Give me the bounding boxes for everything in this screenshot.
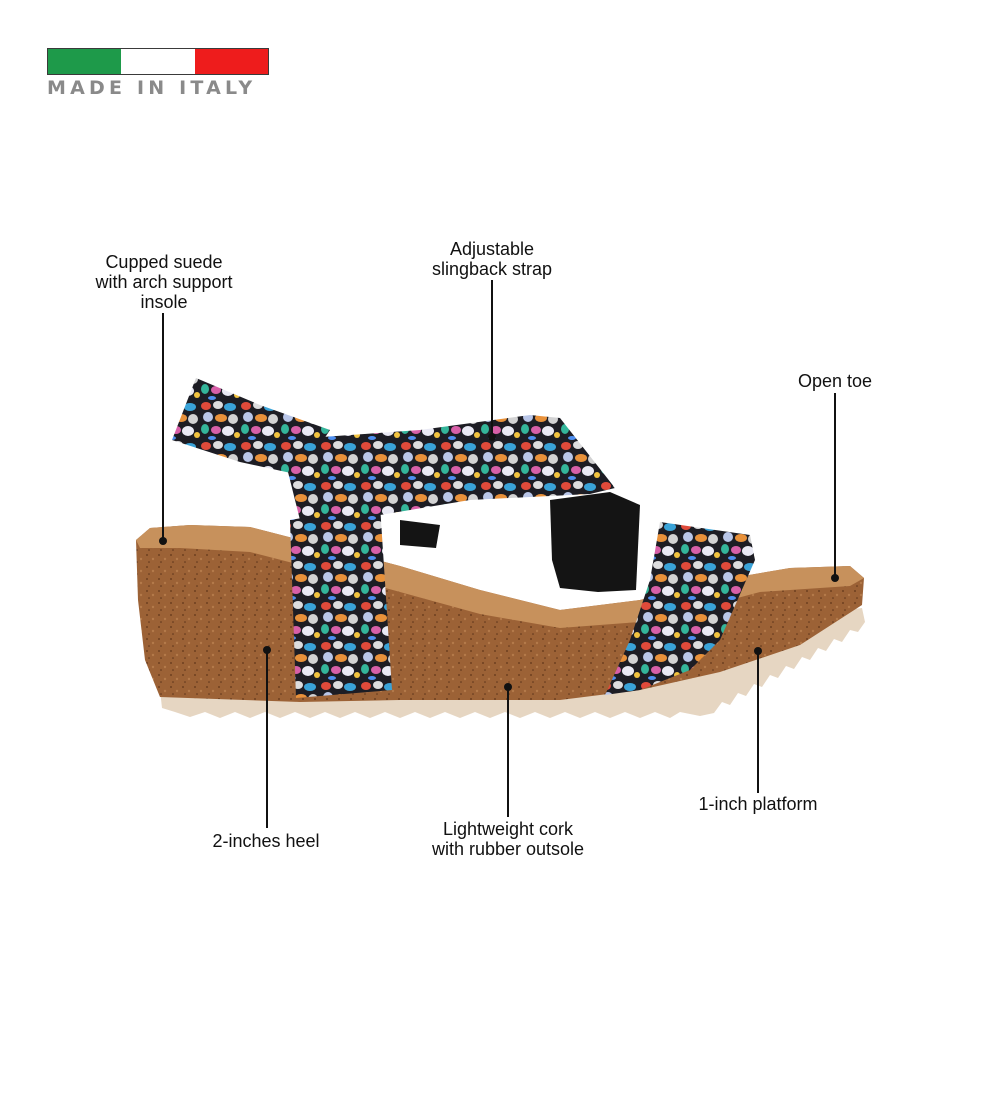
leader-line-heel [266,650,268,828]
flag-red-stripe [194,49,268,74]
callout-outsole: Lightweight cork with rubber outsole [431,819,585,859]
italian-flag [47,48,269,75]
callout-platform: 1-inch platform [698,794,818,814]
leader-dot-insole [159,537,167,545]
callout-heel: 2-inches heel [212,831,320,851]
leader-dot-toe [831,574,839,582]
leader-dot-platform [754,647,762,655]
callout-insole: Cupped suede with arch support insole [95,252,233,312]
leader-line-platform [757,651,759,793]
leader-line-insole [162,313,164,541]
callout-strap: Adjustable slingback strap [431,239,553,279]
leader-dot-strap [488,433,496,441]
flag-white-stripe [121,49,195,74]
leader-dot-outsole [504,683,512,691]
flag-green-stripe [48,49,122,74]
leader-dot-heel [263,646,271,654]
leader-line-toe [834,393,836,577]
callout-toe: Open toe [797,371,873,391]
made-in-italy-text: MADE IN ITALY [47,77,257,99]
leader-line-outsole [507,687,509,817]
leader-line-strap [491,280,493,437]
